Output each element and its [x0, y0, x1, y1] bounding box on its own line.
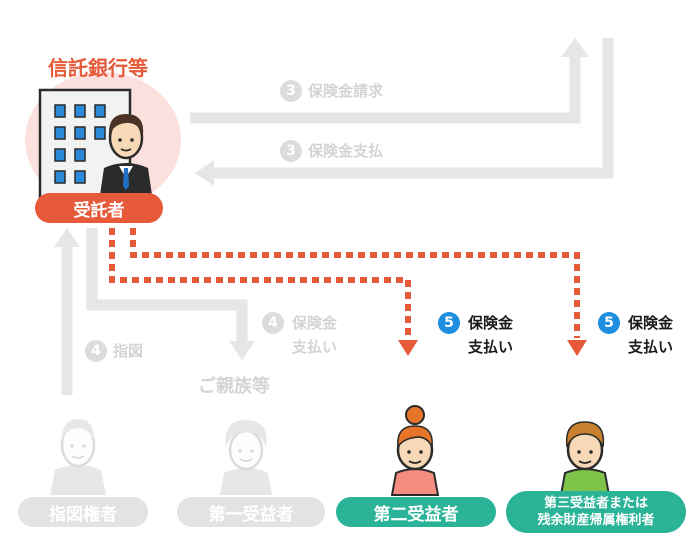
- step-badge-instruction: 4: [85, 340, 107, 362]
- third-beneficiary-label: 第三受益者または 残余財産帰属権利者: [506, 491, 686, 533]
- bank-title: 信託銀行等: [48, 56, 148, 80]
- pay2-line1: 保険金: [468, 314, 514, 332]
- instruction-holder-icon: [50, 419, 106, 495]
- step-badge-pay2: 5: [438, 312, 460, 334]
- step-badge-family-payout: 4: [262, 312, 284, 334]
- pay2-line2: 支払い: [468, 338, 514, 356]
- arrow-head-3rd: [567, 340, 587, 356]
- payout-arrow: [195, 38, 614, 186]
- trustee-businessman-icon: [100, 114, 152, 195]
- first-beneficiary-label: 第一受益者: [177, 497, 325, 527]
- trustee-label: 受託者: [35, 193, 163, 223]
- family-payout-arrow: [86, 228, 255, 360]
- step-badge-claim: 3: [280, 80, 302, 102]
- family-payout-line2: 支払い: [292, 338, 338, 356]
- instruction-holder-label: 指図権者: [18, 497, 148, 527]
- family-label: ご親族等: [198, 376, 270, 397]
- family-payout-line1: 保険金: [292, 314, 338, 332]
- second-beneficiary-label: 第二受益者: [336, 497, 496, 527]
- pay3-line1: 保険金: [628, 314, 674, 332]
- second-beneficiary-icon: [390, 405, 440, 496]
- claim-label: 保険金請求: [308, 82, 384, 100]
- claim-arrow: [190, 38, 589, 124]
- payout-label: 保険金支払: [308, 142, 384, 160]
- pay3-line2: 支払い: [628, 338, 674, 356]
- step-badge-payout: 3: [280, 140, 302, 162]
- third-beneficiary-label-line1: 第三受益者または: [543, 496, 648, 511]
- first-beneficiary-icon: [220, 420, 272, 495]
- instruction-label: 指図: [113, 342, 144, 360]
- arrow-head-2nd: [398, 340, 418, 356]
- red-payout-lines: [109, 228, 587, 356]
- instruction-arrow: [54, 228, 80, 395]
- step-badge-pay3: 5: [598, 312, 620, 334]
- third-beneficiary-icon: [559, 421, 611, 496]
- third-beneficiary-label-line2: 残余財産帰属権利者: [537, 513, 655, 528]
